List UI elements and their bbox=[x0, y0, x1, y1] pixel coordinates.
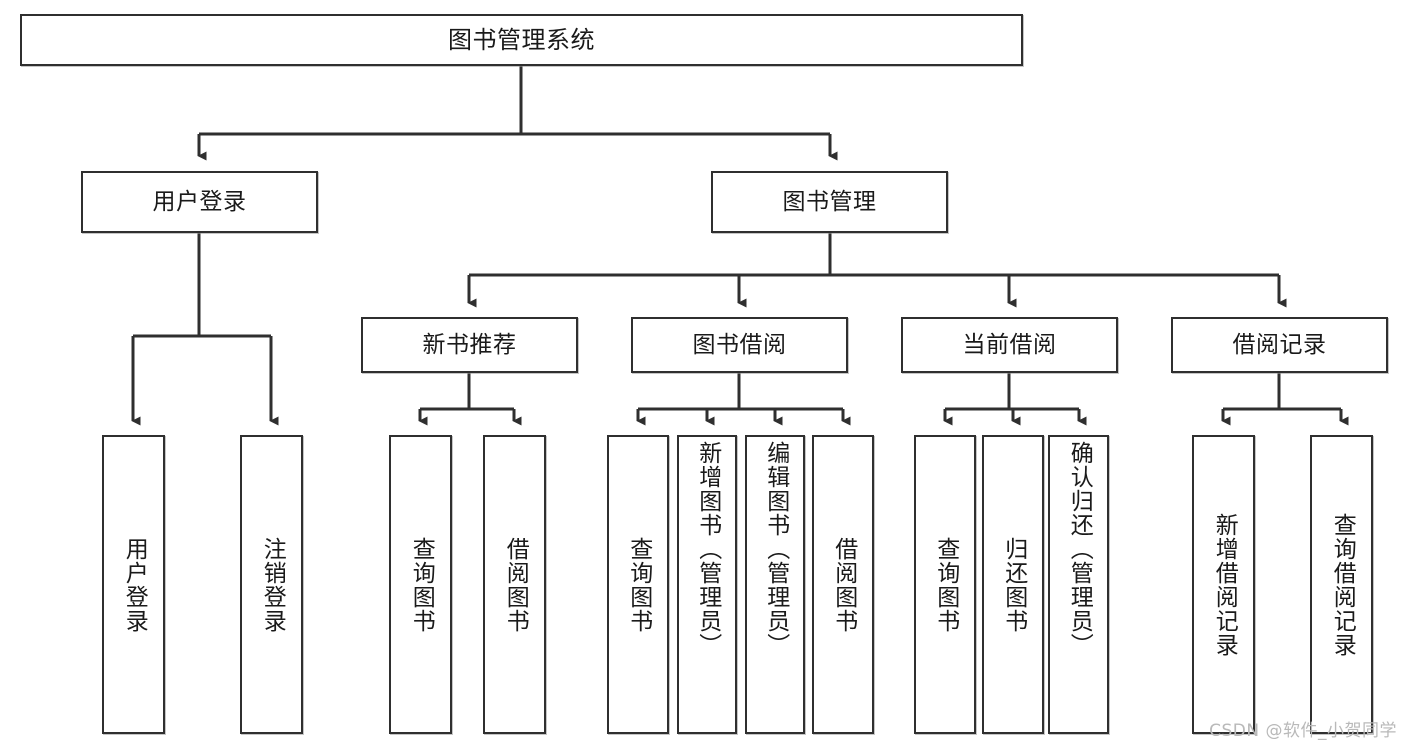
node-label: 借阅记录 bbox=[1232, 331, 1327, 358]
node-label: 新书推荐 bbox=[422, 331, 517, 358]
node-borrowing-record[interactable]: 借阅记录 bbox=[1171, 317, 1388, 373]
node-label: 图书管理系统 bbox=[448, 26, 595, 54]
node-current-borrowing[interactable]: 当前借阅 bbox=[901, 317, 1118, 373]
node-label: 图书管理 bbox=[782, 188, 877, 215]
node-leaf-borrow-book-new-book[interactable]: 借阅图书 bbox=[483, 435, 546, 734]
node-label: 新增借阅记录 bbox=[1211, 512, 1238, 657]
node-label: 图书借阅 bbox=[692, 331, 787, 358]
node-label: 查询图书 bbox=[408, 536, 435, 633]
node-label: 查询借阅记录 bbox=[1329, 512, 1356, 657]
node-label: 用户登录 bbox=[121, 536, 148, 633]
node-book-management[interactable]: 图书管理 bbox=[711, 171, 948, 233]
node-label: 归还图书 bbox=[1000, 536, 1027, 633]
node-leaf-borrow-book-borrowing[interactable]: 借阅图书 bbox=[812, 435, 874, 734]
node-label: 确认归还（管理员） bbox=[1066, 441, 1093, 657]
node-label: 用户登录 bbox=[152, 188, 247, 215]
csdn-watermark: CSDN @软件_小贺同学 bbox=[1209, 721, 1397, 741]
node-label: 编辑图书（管理员） bbox=[762, 441, 789, 657]
node-leaf-query-book-current[interactable]: 查询图书 bbox=[914, 435, 976, 734]
node-leaf-confirm-return-admin[interactable]: 确认归还（管理员） bbox=[1048, 435, 1109, 734]
node-new-book-recommendation[interactable]: 新书推荐 bbox=[361, 317, 578, 373]
node-leaf-query-book-new-book[interactable]: 查询图书 bbox=[389, 435, 452, 734]
node-label: 查询图书 bbox=[932, 536, 959, 633]
node-leaf-add-book-admin[interactable]: 新增图书（管理员） bbox=[677, 435, 737, 734]
node-leaf-user-login[interactable]: 用户登录 bbox=[102, 435, 165, 734]
node-user-login[interactable]: 用户登录 bbox=[81, 171, 318, 233]
node-leaf-query-borrow-record[interactable]: 查询借阅记录 bbox=[1310, 435, 1373, 734]
node-label: 注销登录 bbox=[259, 536, 286, 633]
node-label: 新增图书（管理员） bbox=[694, 441, 721, 657]
node-book-borrowing[interactable]: 图书借阅 bbox=[631, 317, 848, 373]
node-label: 借阅图书 bbox=[502, 536, 529, 633]
node-leaf-add-borrow-record[interactable]: 新增借阅记录 bbox=[1192, 435, 1255, 734]
node-leaf-return-book[interactable]: 归还图书 bbox=[982, 435, 1044, 734]
node-leaf-edit-book-admin[interactable]: 编辑图书（管理员） bbox=[745, 435, 805, 734]
node-leaf-query-book-borrowing[interactable]: 查询图书 bbox=[607, 435, 669, 734]
node-label: 查询图书 bbox=[625, 536, 652, 633]
node-label: 当前借阅 bbox=[962, 331, 1057, 358]
node-root-book-management-system[interactable]: 图书管理系统 bbox=[20, 14, 1023, 66]
node-leaf-logout-login[interactable]: 注销登录 bbox=[240, 435, 303, 734]
node-label: 借阅图书 bbox=[830, 536, 857, 633]
